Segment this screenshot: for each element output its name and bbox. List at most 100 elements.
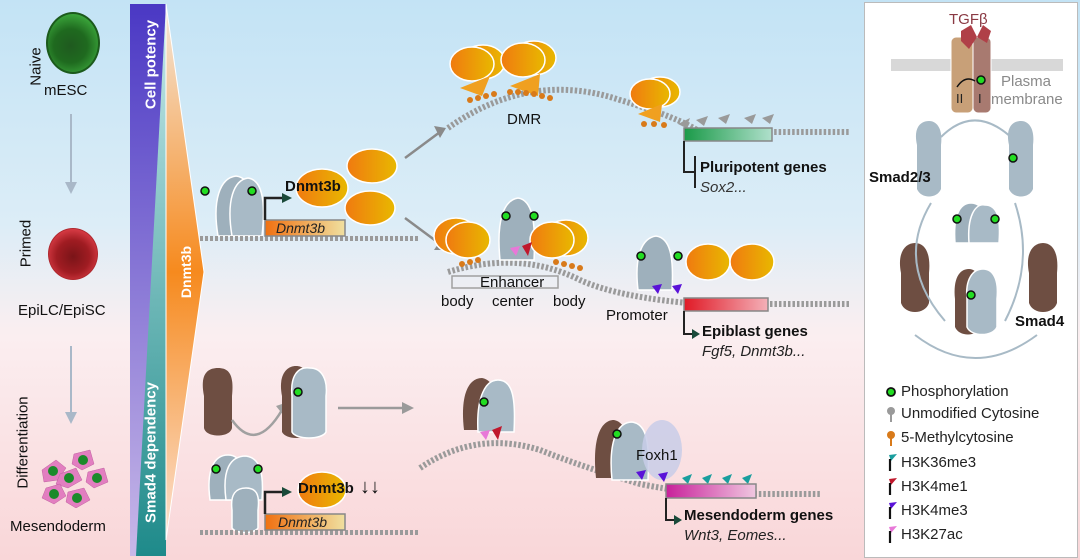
smad4-protein [1027, 243, 1058, 312]
dnmt3b-gene-box [264, 513, 346, 531]
tss-arrow [263, 490, 284, 514]
dnmt3b-protein [295, 168, 349, 208]
mesendoderm-smad-complex-2 [594, 420, 682, 481]
smad23-label: Smad2/3 [869, 169, 931, 186]
enhancer-part-center: center [492, 293, 534, 310]
legend-item-5-methylcytosine: 5-Methylcytosine [885, 429, 1014, 446]
down-arrow-1-head [65, 182, 77, 194]
dnmt3b-protein-label-top: Dnmt3b [285, 178, 341, 195]
h3k4me3-flag [636, 470, 646, 480]
enhancer-dnmt3b-left [433, 217, 491, 259]
h3k4me1-flag [492, 426, 502, 440]
dnmt3b-protein [297, 471, 347, 509]
dnmt3b-gene-label-bottom: Dnmt3b [278, 514, 328, 530]
phosphorylation-icon [673, 251, 683, 261]
pluripotent-examples: Sox2... [700, 179, 747, 196]
mesendoderm-examples: Wnt3, Eomes... [684, 527, 787, 544]
pluripotent-gene-box [683, 127, 773, 142]
tgfb-ligand [961, 25, 977, 49]
dmr-label: DMR [507, 111, 541, 128]
phosphorylation-icon [501, 211, 511, 221]
phosphorylation-icon [952, 214, 962, 224]
legend-item-unmodified-cytosine: Unmodified Cytosine [885, 405, 1039, 422]
legend-item-h3k4me3: H3K4me3 [885, 501, 968, 519]
down-arrows-icon: ↓↓ [360, 476, 380, 498]
enhancer-dnmt3b-right [529, 219, 589, 259]
dnmt3b-triangle [165, 3, 205, 541]
h3k27ac-flag [480, 430, 490, 440]
pluripotent-dnmt3b [629, 76, 681, 128]
smad4-protein [899, 243, 930, 312]
smad4-label: Smad4 [1015, 313, 1065, 330]
mesendoderm-cells-icon [41, 449, 109, 508]
smad23-phospho-protein [1007, 121, 1034, 197]
h3k27ac-flag-icon [888, 526, 897, 543]
phosphorylation-icon [293, 387, 303, 397]
down-arrow-2 [70, 346, 72, 416]
h3k4me1-flag-icon [888, 478, 897, 495]
dna-strand-mesendoderm [418, 440, 820, 497]
bottom-smad-complex [208, 454, 264, 534]
dmr-dnmt3b-cluster [449, 40, 557, 103]
unmodified-cytosine-icon [887, 406, 895, 422]
stage-naive-cell: mESC [44, 82, 88, 99]
h3k4me3-flag [658, 472, 668, 482]
mesendoderm-genes-label: Mesendoderm genes [684, 507, 833, 524]
h3k36me3-flag-icon [888, 454, 897, 471]
down-arrow-2-head [65, 412, 77, 424]
smad4-dependency-bar [136, 4, 166, 556]
top-smad-complex [200, 175, 265, 237]
mesc-cell-icon [46, 12, 100, 74]
repressed-tss [683, 141, 695, 173]
stage-primed-cell: EpiLC/EpiSC [18, 302, 106, 319]
h3k36me3-marks [682, 474, 752, 484]
epiblast-gene-box [683, 297, 769, 312]
receptor-type-i [972, 36, 992, 114]
epiblast-examples: Fgf5, Dnmt3b... [702, 343, 805, 360]
epiblast-genes-label: Epiblast genes [702, 323, 808, 340]
gradient-bars [130, 3, 205, 556]
plasma-label: Plasma [1001, 73, 1052, 90]
phosphorylation-icon [211, 464, 221, 474]
promoter-smad-complex [636, 235, 683, 291]
promoter-label: Promoter [606, 307, 668, 324]
epilc-cell-icon [48, 228, 98, 280]
h3k4me3-flag [672, 284, 682, 294]
h3k4me3-flag-icon [888, 502, 897, 519]
h3k4me1-flag [522, 242, 532, 256]
h3k4me3-flag [652, 284, 662, 294]
pathway-panel: TGFβ II I Plasma membrane Smad2/3 Smad4 … [864, 2, 1078, 558]
legend-item-phosphorylation: Phosphorylation [885, 383, 1009, 400]
dnmt3b-protein-label-bottom: Dnmt3b [298, 480, 354, 497]
stage-differentiation-cell: Mesendoderm [10, 518, 106, 535]
unmethylated-marks [678, 114, 774, 128]
mesendoderm-smad-complex-1 [462, 378, 516, 433]
phosphorylation-icon [479, 397, 489, 407]
enhancer-part-body-left: body [441, 293, 474, 310]
phosphorylation-icon [990, 214, 1000, 224]
enhancer-label: Enhancer [480, 274, 544, 291]
dna-strand-enhancer [447, 259, 850, 307]
enhancer-box [451, 275, 559, 289]
methylcytosine-icon [887, 430, 895, 446]
legend-item-h3k27ac: H3K27ac [885, 525, 963, 543]
phosphorylation-icon [612, 429, 622, 439]
down-arrow-1 [70, 114, 72, 184]
membrane-label: membrane [991, 91, 1063, 108]
mesendoderm-gene-box [665, 483, 757, 499]
dna-strand [198, 236, 418, 241]
smad23-protein [915, 121, 942, 197]
pluripotent-genes-label: Pluripotent genes [700, 159, 827, 176]
arrow-to-dmr [404, 130, 441, 160]
tss-arrow [683, 311, 694, 335]
dnmt3b-protein [344, 190, 396, 226]
h3k27ac-flag [510, 246, 520, 256]
foxh1-label: Foxh1 [636, 447, 678, 464]
phosphorylation-icon [529, 211, 539, 221]
legend-item-h3k36me3: H3K36me3 [885, 453, 976, 471]
smad4-protein [202, 368, 233, 436]
main-diagram: DMR Pluripotent genes Sox2... Enhancer b… [198, 40, 850, 544]
receptor-i-label: I [978, 91, 982, 106]
dnmt3b-gene-label-top: Dnmt3b [276, 220, 326, 236]
promoter-dnmt3b [685, 243, 775, 281]
